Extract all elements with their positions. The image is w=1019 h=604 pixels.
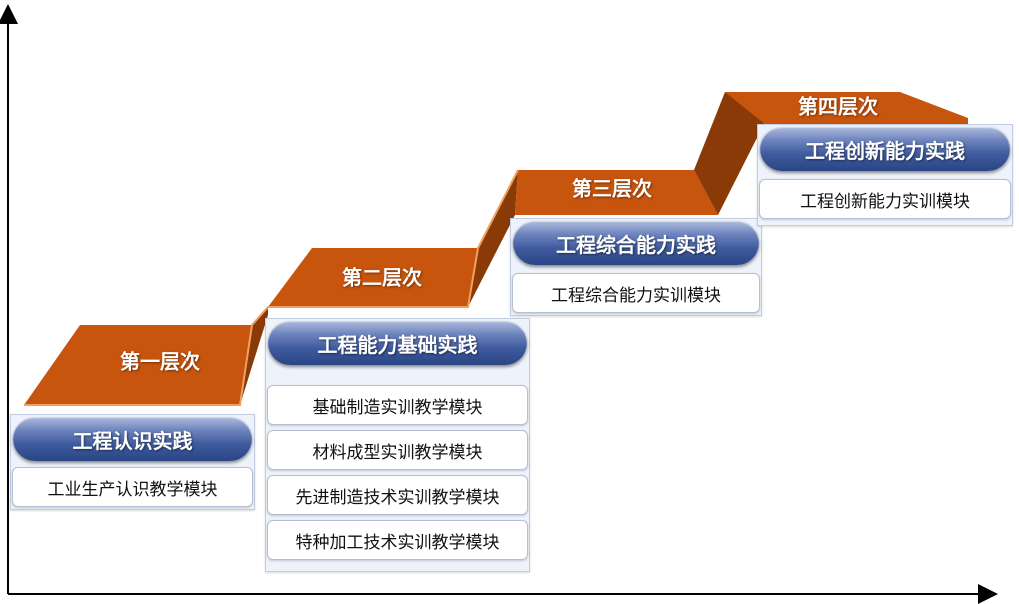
step-edge-highlight bbox=[24, 169, 519, 406]
step-3-top bbox=[515, 170, 718, 215]
level-1-label: 第一层次 bbox=[120, 349, 200, 374]
level-2-label: 第二层次 bbox=[342, 265, 422, 290]
level-4-module: 工程创新能力实训模块 bbox=[759, 179, 1011, 219]
level-4-group: 工程创新能力实践 工程创新能力实训模块 bbox=[757, 124, 1013, 226]
level-1-practice-title: 工程认识实践 bbox=[13, 417, 252, 461]
level-2-group: 工程能力基础实践 基础制造实训教学模块 材料成型实训教学模块 先进制造技术实训教… bbox=[265, 318, 530, 572]
step-3-riser bbox=[694, 92, 766, 215]
level-1-group: 工程认识实践 工业生产认识教学模块 bbox=[10, 414, 255, 510]
level-3-group: 工程综合能力实践 工程综合能力实训模块 bbox=[510, 218, 762, 316]
level-1-module: 工业生产认识教学模块 bbox=[12, 467, 253, 507]
level-2-practice-title: 工程能力基础实践 bbox=[268, 321, 527, 365]
step-4-top bbox=[725, 92, 968, 125]
step-2-top bbox=[268, 248, 478, 307]
level-3-label: 第三层次 bbox=[572, 176, 652, 201]
step-1-top bbox=[24, 325, 252, 405]
level-3-practice-title: 工程综合能力实践 bbox=[513, 221, 759, 265]
level-4-label: 第四层次 bbox=[798, 94, 878, 119]
level-2-module: 材料成型实训教学模块 bbox=[267, 430, 528, 470]
level-4-practice-title: 工程创新能力实践 bbox=[760, 127, 1010, 171]
level-2-module: 先进制造技术实训教学模块 bbox=[267, 475, 528, 515]
step-1-riser bbox=[240, 307, 268, 405]
level-2-module: 特种加工技术实训教学模块 bbox=[267, 520, 528, 560]
level-2-module: 基础制造实训教学模块 bbox=[267, 385, 528, 425]
level-3-module: 工程综合能力实训模块 bbox=[512, 273, 760, 313]
step-2-riser bbox=[468, 170, 518, 307]
